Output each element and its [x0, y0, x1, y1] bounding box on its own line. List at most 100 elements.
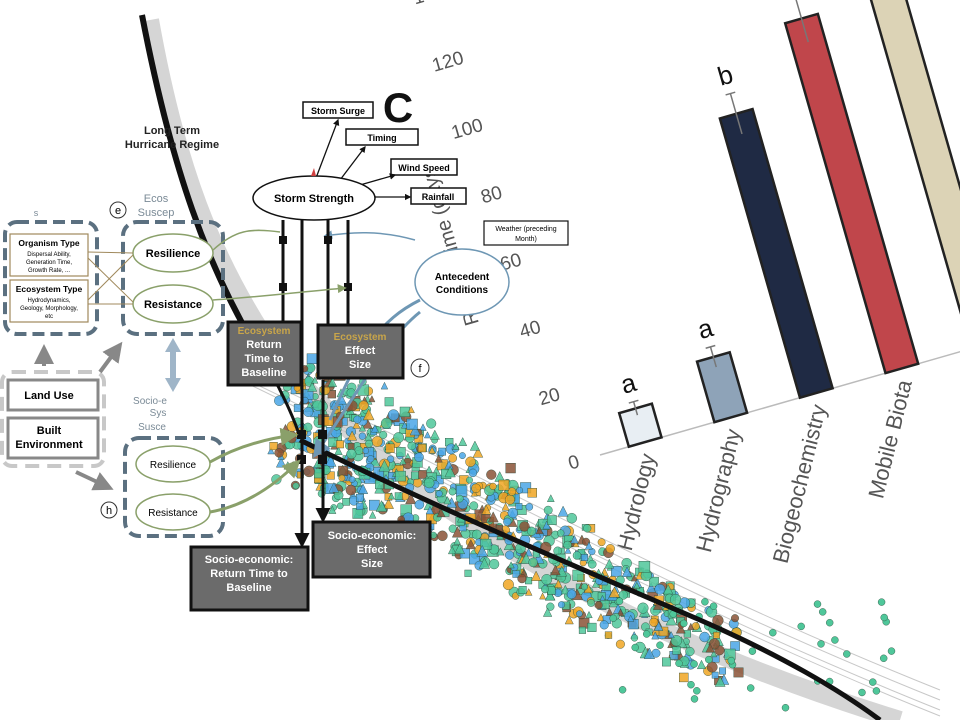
scatter-point	[527, 526, 537, 536]
scatter-point	[817, 640, 825, 648]
eco-resilience: Resilience	[146, 248, 200, 260]
error-bar	[632, 401, 639, 416]
scatter-point	[476, 544, 489, 557]
type-group: s Organism Type Dispersal Ability, Gener…	[3, 208, 99, 336]
scatter-point	[581, 554, 588, 561]
scatter-point	[669, 593, 682, 606]
scatter-point	[338, 474, 346, 482]
scatter-point	[539, 592, 547, 600]
antecedent-conditions-node: Antecedent Conditions	[414, 248, 510, 316]
scatter-point	[448, 487, 457, 496]
svg-text:Size: Size	[349, 359, 371, 371]
scatter-point	[705, 643, 715, 653]
scatter-point	[336, 440, 344, 449]
scatter-point	[517, 573, 527, 584]
scatter-point	[643, 630, 651, 638]
scatter-point	[887, 647, 896, 655]
grey-arc-band	[141, 18, 903, 720]
marker-f: f	[410, 358, 430, 378]
scatter-point	[651, 631, 660, 640]
scatter-point	[267, 447, 275, 455]
scatter-point	[348, 476, 356, 483]
y-tick-label: 0	[566, 451, 582, 474]
scatter-point	[560, 584, 571, 595]
scatter-point	[658, 626, 669, 637]
scatter-point	[414, 499, 425, 510]
svg-text:Socio-economic:: Socio-economic:	[205, 554, 294, 566]
scatter-point	[370, 424, 379, 433]
scatter-point	[699, 631, 710, 643]
scatter-point	[583, 524, 592, 533]
scatter-point	[437, 530, 448, 541]
scatter-point	[466, 476, 473, 484]
eco-effect-size-box: Ecosystem Effect Size	[316, 323, 405, 380]
y-tick-label: 20	[536, 384, 562, 410]
factor-connectors	[315, 118, 412, 201]
category-label: Hydrography	[691, 426, 746, 554]
scatter-point	[387, 492, 395, 500]
scatter-point	[877, 598, 886, 606]
scatter-point	[413, 478, 423, 488]
scatter-point	[615, 639, 625, 649]
scatter-point	[869, 678, 877, 686]
scatter-point	[458, 437, 468, 446]
svg-text:Size: Size	[361, 558, 383, 570]
scatter-point	[507, 507, 518, 519]
scatter-point	[566, 589, 577, 600]
scatter-point	[357, 483, 369, 494]
scatter-point	[347, 430, 358, 441]
scatter-point	[587, 622, 597, 632]
ecosystem-type-title: Ecosystem Type	[16, 284, 83, 294]
scatter-point	[448, 453, 457, 463]
scatter-point	[311, 376, 319, 384]
scatter-point	[501, 502, 510, 511]
error-cap	[628, 399, 639, 404]
scatter-point	[554, 579, 563, 588]
scatter-point	[269, 442, 278, 451]
scatter-point	[581, 583, 588, 591]
scatter-point	[414, 452, 424, 463]
svg-text:Geology, Morphology,: Geology, Morphology,	[20, 306, 78, 312]
scatter-point	[358, 400, 369, 411]
scatter-point	[685, 646, 695, 657]
scatter-point	[680, 619, 688, 628]
scatter-point	[880, 613, 888, 622]
scatter-point	[399, 457, 407, 465]
scatter-point	[378, 459, 391, 472]
scatter-point	[584, 541, 593, 550]
scatter-point	[356, 502, 364, 510]
scatter-point	[453, 537, 461, 545]
scatter-point	[690, 660, 698, 668]
scatter-point	[585, 610, 593, 618]
organism-type-title: Organism Type	[18, 238, 80, 248]
scatter-point	[480, 538, 492, 550]
bar	[617, 402, 664, 449]
scatter-point	[456, 485, 468, 497]
scatter-point	[324, 455, 337, 467]
scatter-point	[312, 400, 324, 411]
eco-marker-e: e	[115, 205, 121, 217]
eco-resistance: Resistance	[144, 299, 202, 311]
scatter-point	[380, 381, 389, 390]
scatter-point	[643, 647, 656, 659]
svg-text:Storm Strength: Storm Strength	[274, 193, 354, 205]
eco-green-arrows	[212, 229, 347, 301]
scatter-point	[831, 636, 839, 644]
scatter-point	[769, 629, 777, 637]
scatter-point	[621, 566, 633, 577]
scatter-point	[630, 574, 638, 582]
scatter-point	[424, 477, 435, 489]
scatter-point	[748, 647, 757, 655]
scatter-point	[423, 431, 431, 439]
scatter-point	[727, 657, 735, 665]
error-bar	[709, 346, 717, 368]
scatter-point	[465, 539, 476, 550]
svg-text:Land Use: Land Use	[24, 390, 74, 402]
socio-resilience: Resilience	[150, 460, 197, 471]
scatter-point	[563, 540, 572, 550]
scatter-point	[481, 504, 492, 515]
scatter-point	[293, 404, 302, 412]
svg-text:Susce: Susce	[138, 422, 166, 433]
scatter-point	[507, 561, 515, 569]
scatter-point	[696, 659, 707, 669]
